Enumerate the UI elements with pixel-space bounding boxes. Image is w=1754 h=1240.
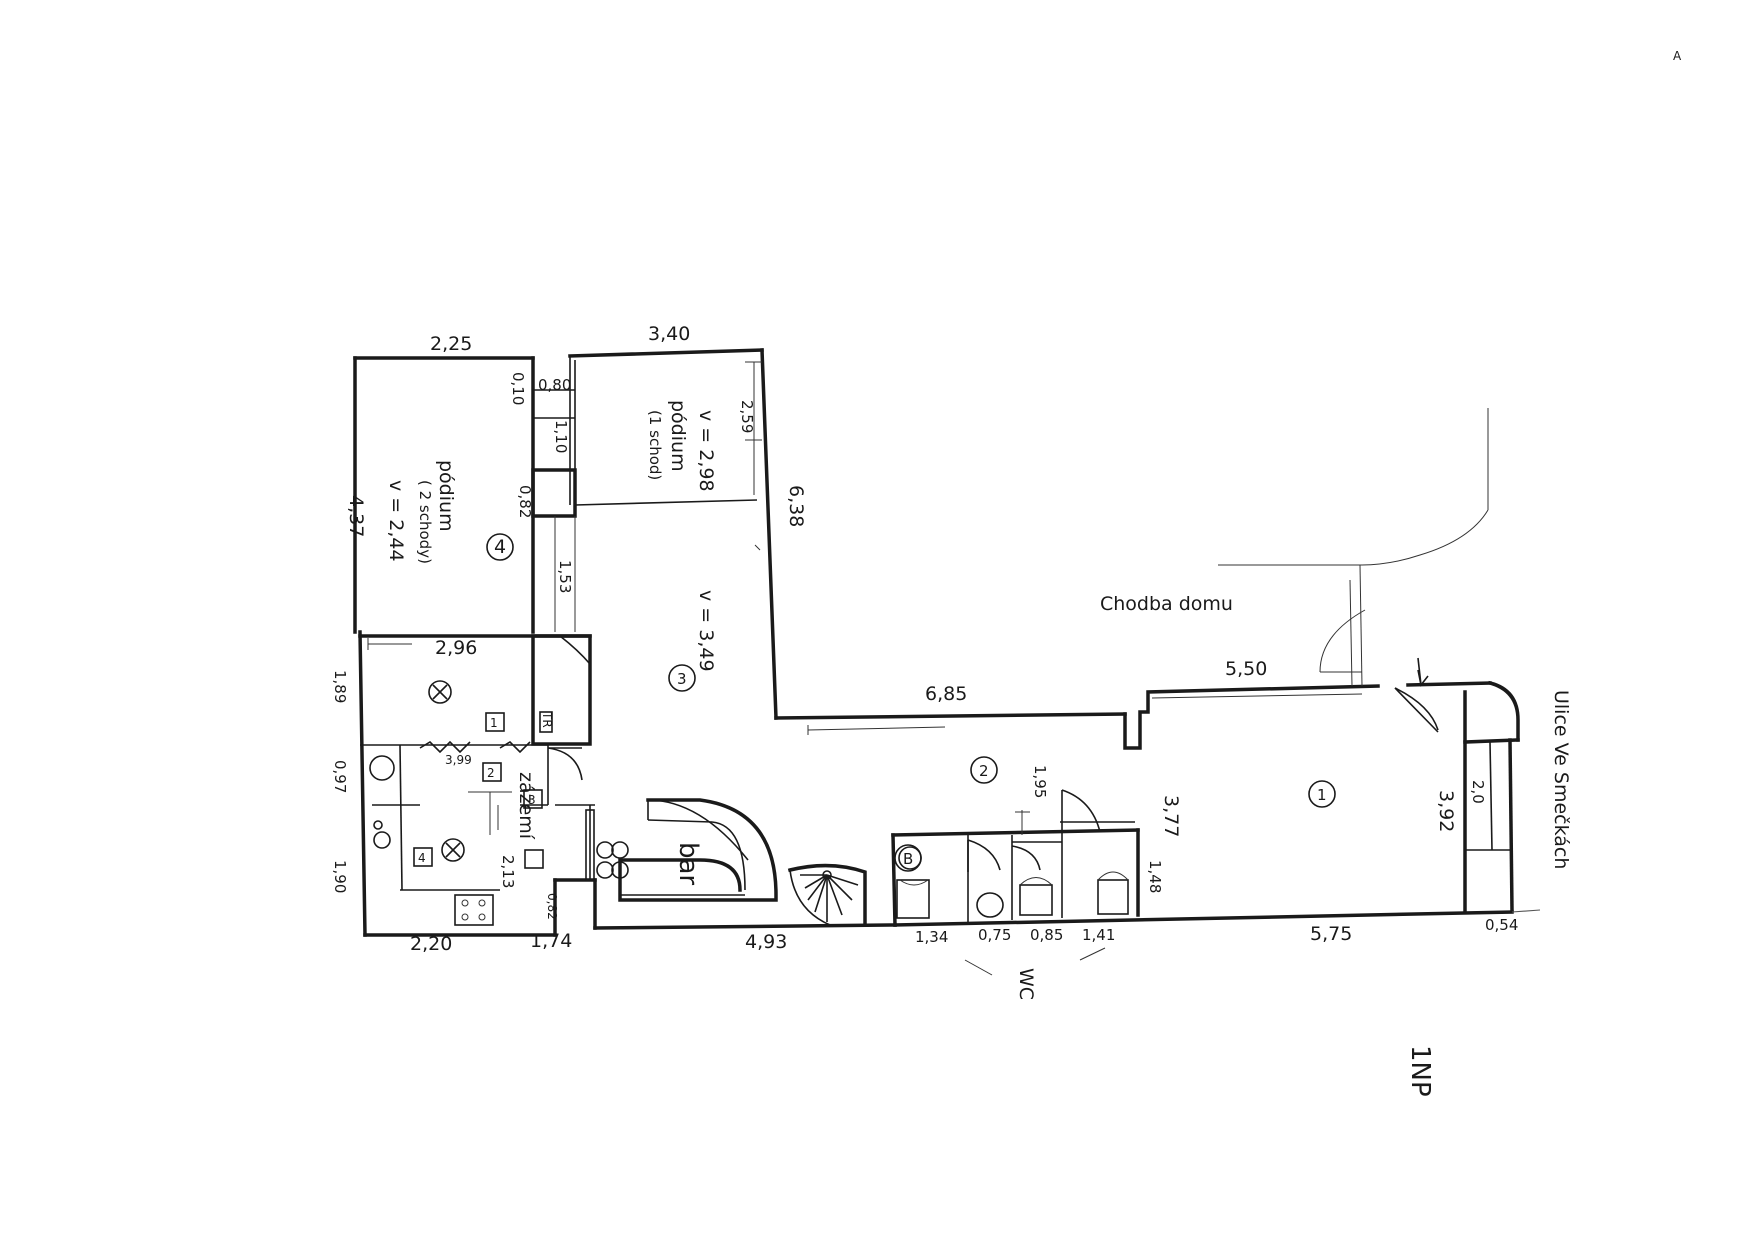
box-4: 4 (418, 851, 426, 865)
dim-2-13: 2,13 (499, 855, 517, 888)
wc-block (891, 789, 1140, 927)
annotations: Chodba domu Ulice Ve Smečkách WC 1NP A (964, 49, 1682, 1097)
dim-2-59: 2,59 (738, 400, 756, 433)
room3-number: 3 (677, 670, 687, 688)
floor-label: 1NP (1405, 1045, 1435, 1097)
dim-1-90: 1,90 (331, 860, 349, 893)
dim-0-97: 0,97 (331, 760, 349, 793)
podium-sub: (1 schod) (646, 410, 664, 480)
b-label: B (903, 850, 913, 868)
dim-0-80: 0,80 (538, 376, 571, 394)
podium-title: pódium (667, 400, 689, 472)
corner-mark: A (1673, 49, 1682, 63)
bar-label: bar (673, 842, 703, 885)
zazemi-label: zázemí (515, 772, 537, 840)
dim-1-89: 1,89 (331, 670, 349, 703)
dim-bottom-0-75: 0,75 (978, 926, 1011, 944)
room4-number: 4 (494, 536, 506, 558)
street-label: Ulice Ve Smečkách (1550, 690, 1572, 869)
corridor-lines (1218, 408, 1489, 733)
dim-0-82-a: 0,82 (516, 485, 534, 518)
dim-top-left: 2,25 (430, 333, 472, 355)
dim-3-99: 3,99 (445, 753, 472, 767)
room4-sub: ( 2 schody) (416, 480, 434, 564)
room4-height: v = 2,44 (385, 480, 407, 562)
dim-left-height: 4,37 (345, 495, 367, 537)
room-number-circles (486, 533, 1336, 872)
dim-bottom-1-34: 1,34 (915, 928, 948, 946)
dim-room1-3-92: 3,92 (1435, 790, 1457, 832)
room2-number: 2 (979, 762, 989, 780)
dim-top-mid: 3,40 (648, 323, 690, 345)
podium-height: v = 2,98 (695, 410, 717, 492)
wc-label: WC (1015, 968, 1037, 1000)
dim-bottom-4-93: 4,93 (745, 931, 787, 953)
outer-walls (353, 348, 1541, 937)
spiral-stairs (787, 863, 867, 927)
dim-1-10: 1,10 (552, 420, 570, 453)
box-1: 1 (490, 716, 498, 730)
tr-label: TR (540, 711, 554, 728)
dim-room1-top: 5,50 (1225, 658, 1267, 680)
dim-bottom-0-85: 0,85 (1030, 926, 1063, 944)
box-2: 2 (487, 766, 495, 780)
light-symbols (369, 680, 465, 862)
corridor-label: Chodba domu (1100, 593, 1233, 615)
dim-room1-3-77: 3,77 (1160, 795, 1182, 837)
dim-wc-1-48: 1,48 (1146, 860, 1164, 893)
dim-bottom-1-74: 1,74 (530, 930, 572, 952)
dim-bottom-1-41: 1,41 (1082, 926, 1115, 944)
room-labels: pódium ( 2 schody) v = 2,44 4 pódium (1 … (385, 400, 1327, 885)
dim-bottom-0-54: 0,54 (1485, 916, 1518, 934)
dim-room1-2-0: 2,0 (1469, 780, 1487, 804)
dim-lobby-top: 6,85 (925, 683, 967, 705)
bar-counter (596, 798, 778, 902)
small-boxes (413, 711, 553, 869)
dim-2-96: 2,96 (435, 637, 477, 659)
dim-0-10: 0,10 (509, 372, 527, 405)
dim-wc-1-95: 1,95 (1031, 765, 1049, 798)
dim-right-depth: 6,38 (785, 485, 807, 527)
dimension-labels: 2,25 3,40 4,37 6,38 6,85 5,50 0,10 0,80 … (331, 323, 1518, 955)
back-doors (367, 361, 1363, 835)
room3-height: v = 3,49 (695, 590, 717, 672)
room1-number: 1 (1317, 786, 1327, 804)
room4-title: pódium (435, 460, 457, 532)
box-3: 3 (528, 793, 536, 807)
dim-bottom-5-75: 5,75 (1310, 923, 1352, 945)
dim-bottom-2-20: 2,20 (410, 933, 452, 955)
dim-0-82-b: 0,82 (545, 893, 559, 920)
dim-1-53: 1,53 (556, 560, 574, 593)
